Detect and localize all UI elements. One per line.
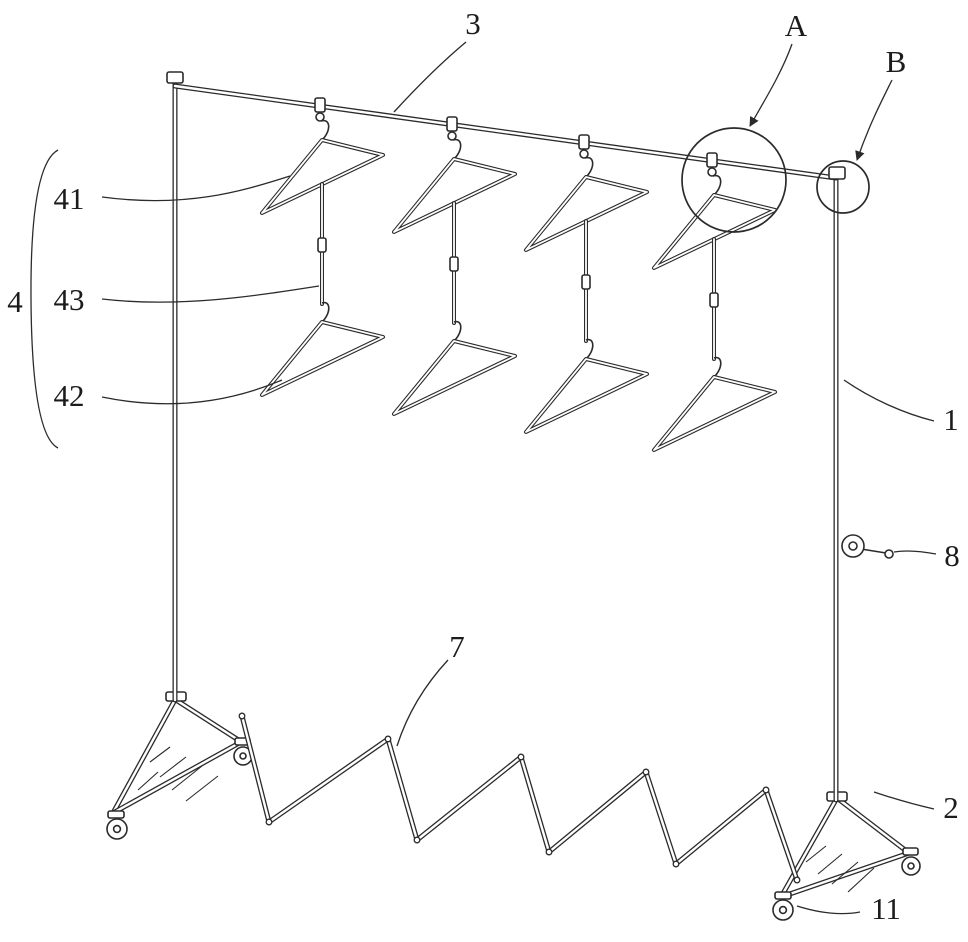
label-folding-linkage: 7 [449,629,465,664]
label-top-rail: 3 [465,6,481,41]
hanger-set-1 [260,97,385,397]
hanger-set-4 [652,152,777,452]
hinge-pin [642,768,650,776]
hinge-pin [384,735,392,743]
caster-plate [107,810,125,819]
upper-hanger-hook [712,174,722,196]
scissor-zigzag-bars [239,713,800,883]
folding-linkage [239,713,800,883]
rail-hook-ring [579,149,589,159]
hinge-pin [265,818,273,826]
hinge-pin [413,836,421,844]
rod-sleeve [317,237,327,253]
label-upper-hanger: 41 [54,181,85,216]
right-side-caster [901,847,921,876]
label-detail-b: B [886,44,907,79]
right-base-truss-hatching [805,845,875,893]
hanger-set-3 [524,134,649,434]
left-front-caster [106,810,128,840]
rail-hook-ring [447,131,457,141]
hinge-pin [545,848,553,856]
rail-post-connector [828,166,846,180]
lower-hanger-hook [321,301,330,323]
detail-circle-b [816,160,870,214]
crank-arm [860,548,887,554]
upper-hanger-hook [452,138,462,160]
rod-sleeve [449,256,459,272]
linkage-hinges [238,712,801,884]
label-link-rod: 43 [54,282,85,317]
rail-hook-ring [707,167,717,177]
label-hanger-assembly: 4 [7,284,23,319]
left-post-top-cap [166,71,184,84]
leader-upper-hanger [101,175,291,202]
label-caster: 11 [871,891,901,926]
leader-crank [893,550,937,555]
rack-frame [166,71,846,803]
label-detail-a: A [785,8,808,43]
caster-hub [907,862,915,870]
upper-hanger-hook [584,156,594,178]
upper-hanger-hook [320,119,330,141]
leader-top-rail [393,41,467,113]
hanger-set-2 [392,116,517,416]
group-bracket-4 [30,149,59,449]
detail-circle-a [681,127,787,233]
leader-right-base [873,791,935,810]
label-right-post: 1 [943,402,959,437]
leader-folding-linkage [396,659,449,747]
caster-hub [112,824,122,834]
leader-link-rod [101,285,320,303]
leader-detail-a [749,43,793,127]
lower-hanger-hook [453,320,462,342]
hinge-pin [672,860,680,868]
lower-hanger-hook [585,338,594,360]
crank-knob [884,549,894,559]
right-front-caster [772,891,794,921]
rail-hook-clamp [446,116,458,132]
rail-hook-clamp [578,134,590,150]
hinge-pin [793,876,801,884]
hinge-pin [238,712,246,720]
caster-plate [774,891,792,900]
rail-hook-clamp [706,152,718,168]
caster-plate [902,847,919,856]
lower-hanger-hook [713,356,722,378]
label-crank: 8 [944,538,960,573]
reference-labels: 3 A B 41 4 43 42 1 8 7 2 11 [7,6,960,926]
leader-detail-b [855,79,893,161]
hinge-pin [762,786,770,794]
leader-lower-hanger [101,379,283,405]
leader-right-post [843,379,935,422]
rail-hook-clamp [314,97,326,113]
left-base-truss-hatching [137,746,219,802]
right-base [778,791,912,900]
label-lower-hanger: 42 [54,378,85,413]
hinge-pin [517,753,525,761]
rail-hook-ring [315,112,325,122]
left-base [110,691,244,816]
rod-sleeve [581,274,591,290]
caster-hub [778,905,788,915]
leader-lines [30,41,937,915]
rod-sleeve [709,292,719,308]
caster-hub [239,752,247,760]
crank-axle [848,541,858,551]
leader-caster [796,905,861,915]
crank-assembly [841,534,894,559]
label-right-base: 2 [943,790,959,825]
